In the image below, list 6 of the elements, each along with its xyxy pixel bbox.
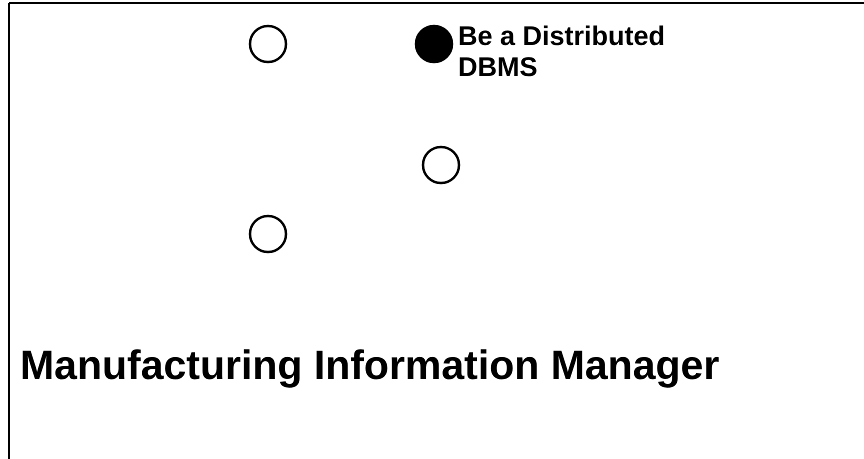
hollow-circle — [248, 24, 288, 64]
slide-title: Manufacturing Information Manager — [20, 342, 720, 389]
bullet-text: Be a Distributed DBMS — [458, 21, 666, 83]
filled-bullet-circle — [414, 24, 454, 64]
hollow-circle — [248, 214, 288, 254]
hollow-circle — [421, 145, 461, 185]
